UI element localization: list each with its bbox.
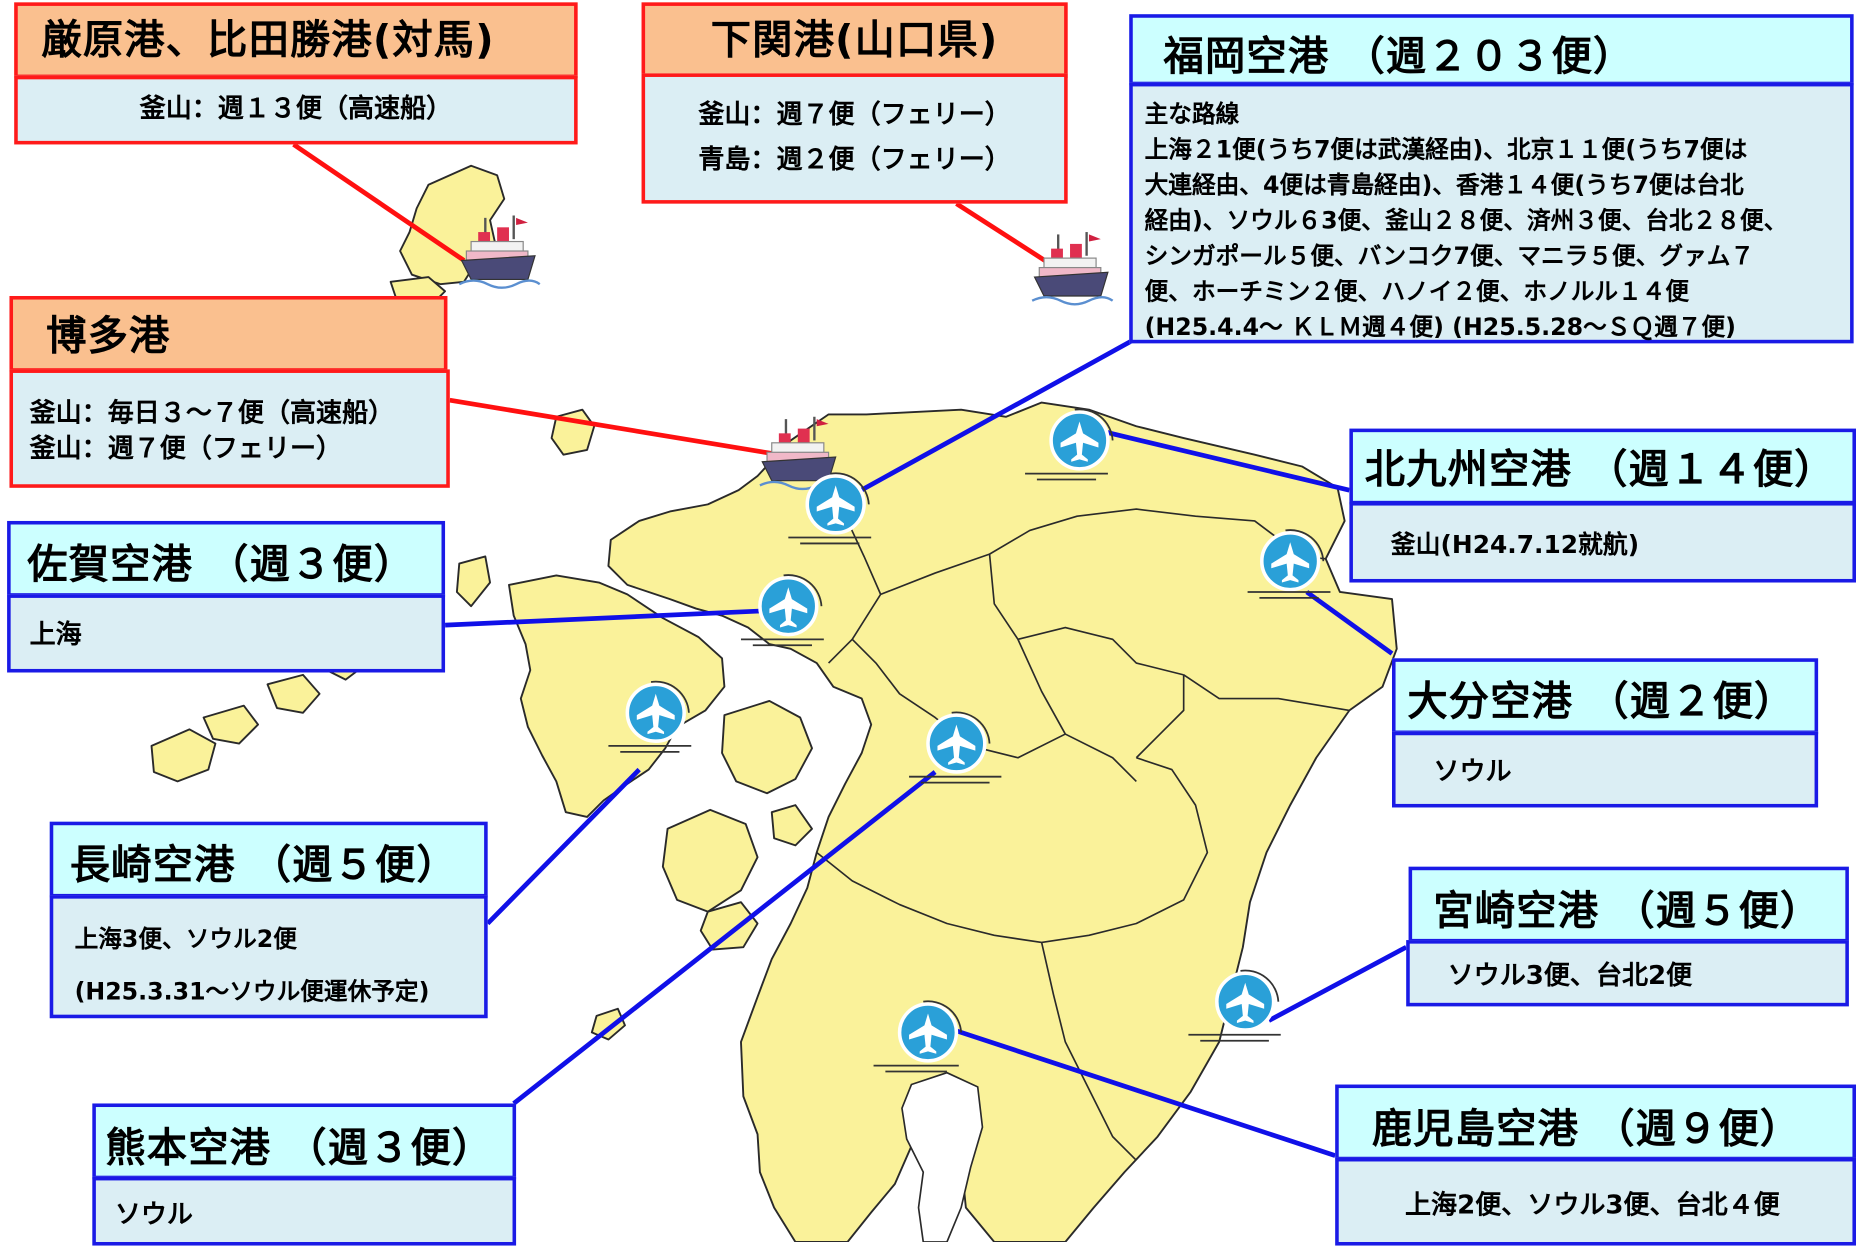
airport-name: 佐賀空港 xyxy=(27,541,193,589)
airport-header: 宮崎空港 （週５便） xyxy=(1408,866,1849,943)
leader-line-saga xyxy=(444,608,763,628)
route-line: 青島：週２便（フェリー） xyxy=(698,145,1011,176)
airport-routes: 釜山(H24.7.12就航) xyxy=(1349,502,1856,583)
ferry-ship-icon xyxy=(458,215,541,289)
amakusa-island-3 xyxy=(770,804,813,847)
route-line: 大連経由、4便は青島経由)、香港１４便(うち7便は台北 xyxy=(1144,170,1744,199)
route-line: 上海3便、ソウル2便 xyxy=(74,924,297,954)
ferry-ship-icon xyxy=(759,416,842,491)
koshiki-islands xyxy=(590,1007,626,1041)
airport-name: 大分空港 xyxy=(1407,678,1574,726)
goto-island-1 xyxy=(150,728,217,783)
leader-line-kitakyushu xyxy=(1100,428,1350,493)
airport-routes: 主な路線 上海２1便(うち7便は武漢経由)、北京１１便(うち7便は 大連経由、4… xyxy=(1129,82,1854,344)
airport-weekly: （週９便） xyxy=(1594,1105,1802,1154)
airport-header: 熊本空港 （週３便） xyxy=(92,1103,517,1180)
airport-routes: 上海2便、ソウル3便、台北４便 xyxy=(1335,1157,1856,1246)
airport-header: 鹿児島空港 （週９便） xyxy=(1335,1084,1856,1161)
airport-name: 長崎空港 xyxy=(69,841,236,890)
route-line: ソウル xyxy=(1433,757,1512,788)
kagoshima-bay xyxy=(901,1071,984,1242)
airport-routes: ソウル xyxy=(1391,731,1819,808)
airport-weekly: （週３便） xyxy=(208,541,416,589)
airport-routes: 上海3便、ソウル2便 (H25.3.31～ソウル便運休予定) xyxy=(49,895,488,1019)
airplane-icon xyxy=(608,680,692,753)
port-name: 厳原港、比田勝港(対馬) xyxy=(14,2,578,79)
airport-routes: ソウル3便、台北2便 xyxy=(1406,940,1849,1007)
goto-island-3 xyxy=(266,673,321,714)
route-line: (H25.4.4～ ＫＬＭ週４便) (H25.5.28～ＳＱ週７便) xyxy=(1144,312,1736,341)
route-line: 釜山：週７便（フェリー） xyxy=(29,434,343,465)
route-line: ソウル xyxy=(114,1200,193,1231)
goto-island-2 xyxy=(202,704,259,745)
port-name: 下関港(山口県) xyxy=(641,2,1068,79)
route-line: 経由)、ソウル６3便、釜山２８便、済州３便、台北２８便、 xyxy=(1144,206,1788,235)
port-routes: 釜山：毎日３～７便（高速船） 釜山：週７便（フェリー） xyxy=(9,369,450,488)
airplane-icon xyxy=(740,574,824,647)
route-line: ソウル3便、台北2便 xyxy=(1447,961,1693,991)
airplane-icon xyxy=(873,1000,963,1073)
route-line: 上海2便、ソウル3便、台北４便 xyxy=(1405,1191,1780,1221)
ferry-ship-icon xyxy=(1031,232,1114,306)
airport-name: 福岡空港 xyxy=(1163,33,1330,81)
routes-heading: 主な路線 xyxy=(1144,99,1240,128)
airplane-icon xyxy=(1025,408,1114,481)
route-line: 釜山：毎日３～７便（高速船） xyxy=(29,399,395,429)
leader-line-shimonoseki xyxy=(955,201,1058,270)
route-line: 上海 xyxy=(29,620,82,651)
route-line: 釜山：週７便（フェリー） xyxy=(698,100,1011,131)
airport-header: 長崎空港 （週５便） xyxy=(49,821,488,898)
airplane-icon xyxy=(909,711,1002,784)
shimabara-peninsula xyxy=(721,699,813,795)
prefecture-borders xyxy=(816,508,1350,1161)
port-routes: 釜山：週１３便（高速船） xyxy=(14,75,578,145)
leader-line-nagasaki xyxy=(485,767,641,926)
airport-weekly: （週５便） xyxy=(250,841,458,890)
route-line: 便、ホーチミン２便、ハノイ２便、ホノルル１４便 xyxy=(1144,277,1690,306)
leader-line-kumamoto xyxy=(512,770,937,1106)
airport-weekly: （週５便） xyxy=(1614,887,1822,936)
airport-name: 熊本空港 xyxy=(105,1124,272,1173)
leader-line-kagoshima xyxy=(953,1027,1336,1158)
route-line: 上海２1便(うち7便は武漢経由)、北京１１便(うち7便は xyxy=(1144,134,1748,164)
airport-weekly: （週２便） xyxy=(1588,678,1796,726)
airport-weekly: （週２０３便） xyxy=(1344,33,1635,81)
airplane-icon xyxy=(788,472,872,545)
hirado-island xyxy=(455,555,491,608)
route-line: 釜山：週１３便（高速船） xyxy=(139,94,453,125)
airport-weekly: （週１４便） xyxy=(1587,446,1836,494)
route-line: (H25.3.31～ソウル便運休予定) xyxy=(74,976,430,1006)
airport-name: 鹿児島空港 xyxy=(1371,1105,1580,1154)
airport-name: 北九州空港 xyxy=(1364,446,1572,494)
leader-line-fukuoka xyxy=(855,338,1133,495)
airport-header: 北九州空港 （週１４便） xyxy=(1349,428,1856,505)
leader-line-oita xyxy=(1305,590,1394,656)
leader-line-izuhara xyxy=(292,142,466,263)
amakusa-island-1 xyxy=(661,808,759,913)
airport-name: 宮崎空港 xyxy=(1433,887,1600,936)
airport-header: 佐賀空港 （週３便） xyxy=(7,520,446,597)
leader-line-miyazaki xyxy=(1267,945,1408,1023)
airport-routes: 上海 xyxy=(7,594,446,673)
port-routes: 釜山：週７便（フェリー） 青島：週２便（フェリー） xyxy=(641,73,1068,204)
airport-weekly: （週３便） xyxy=(286,1124,494,1173)
airplane-icon xyxy=(1247,529,1331,599)
airport-header: 福岡空港 （週２０３便） xyxy=(1129,14,1854,86)
airport-routes: ソウル xyxy=(92,1176,517,1246)
airplane-icon xyxy=(1188,969,1281,1042)
route-line: 釜山(H24.7.12就航) xyxy=(1390,530,1640,559)
nagasaki-peninsula xyxy=(508,574,726,818)
port-name: 博多港 xyxy=(9,295,448,372)
route-line: シンガポール５便、バンコク7便、マニラ５便、グァム７ xyxy=(1144,241,1755,270)
amakusa-island-2 xyxy=(699,901,759,951)
airport-header: 大分空港 （週２便） xyxy=(1391,658,1819,735)
leader-line-hakata xyxy=(449,397,780,457)
